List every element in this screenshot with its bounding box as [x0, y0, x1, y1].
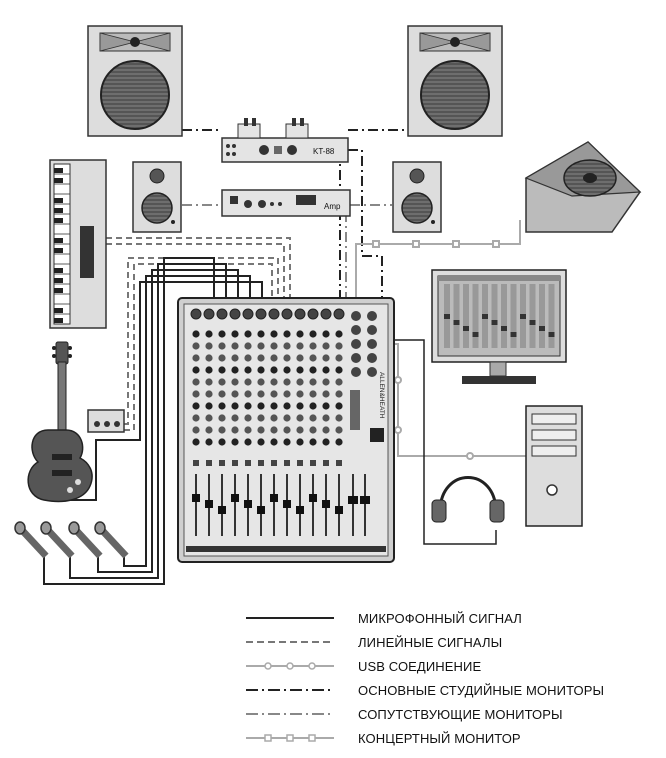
mixer-channel-strips [190, 308, 384, 536]
legend-item: КОНЦЕРТНЫЙ МОНИТОР [246, 728, 521, 748]
keyboard [49, 159, 107, 329]
legend-swatch-usb [246, 662, 334, 670]
microphone-1 [14, 521, 49, 559]
stage-monitor [524, 141, 642, 233]
microphones [14, 521, 129, 559]
cable-headphones [382, 339, 497, 545]
main-speaker-left [87, 25, 183, 137]
keyboard-keys [54, 163, 70, 323]
cable-stage-monitor [355, 220, 521, 300]
studio-connection-diagram: KT-88 Amp [14, 25, 642, 585]
cable-line-signals [106, 237, 291, 431]
microphone-4 [94, 521, 129, 559]
power-amplifier: Amp [221, 189, 351, 217]
amp-label: Amp [324, 202, 341, 211]
legend-item: ОСНОВНЫЕ СТУДИЙНЫЕ МОНИТОРЫ [246, 680, 604, 700]
legend-swatch-aux [246, 713, 334, 715]
aux-speaker-right [392, 161, 442, 233]
mixer-brand: ALLEN&HEATH [378, 372, 385, 419]
headphones [431, 476, 505, 523]
legend-label: ЛИНЕЙНЫЕ СИГНАЛЫ [358, 634, 503, 650]
cable-main-monitors [182, 129, 410, 300]
daw-screen [444, 284, 555, 348]
legend-label: МИКРОФОННЫЙ СИГНАЛ [358, 610, 522, 626]
cable-mic-signals [43, 257, 263, 585]
legend-item: USB СОЕДИНЕНИЕ [246, 656, 481, 676]
legend-label: СОПУТСТВУЮЩИЕ МОНИТОРЫ [358, 706, 563, 722]
legend-label: USB СОЕДИНЕНИЕ [358, 658, 482, 674]
legend-swatch-main [246, 689, 334, 691]
electric-guitar [27, 341, 93, 503]
computer-tower [525, 405, 583, 527]
legend-swatch-line [246, 641, 334, 643]
cable-aux-monitors [182, 204, 392, 300]
legend-item: СОПУТСТВУЮЩИЕ МОНИТОРЫ [246, 704, 563, 724]
legend-item: МИКРОФОННЫЙ СИГНАЛ [246, 608, 522, 628]
microphone-3 [68, 521, 103, 559]
main-speaker-right [407, 25, 503, 137]
mixing-console: ALLEN&HEATH [177, 297, 395, 563]
aux-speaker-left [132, 161, 182, 233]
di-box [87, 409, 125, 433]
microphone-2 [40, 521, 75, 559]
processor-label: KT-88 [313, 147, 335, 156]
computer-monitor [431, 269, 567, 384]
legend-swatch-stage [246, 734, 334, 742]
tube-amplifier: KT-88 [221, 118, 349, 163]
legend-label: ОСНОВНЫЕ СТУДИЙНЫЕ МОНИТОРЫ [358, 682, 605, 698]
legend-item: ЛИНЕЙНЫЕ СИГНАЛЫ [246, 632, 502, 652]
legend-label: КОНЦЕРТНЫЙ МОНИТОР [358, 730, 521, 746]
legend-swatch-mic [246, 617, 334, 619]
